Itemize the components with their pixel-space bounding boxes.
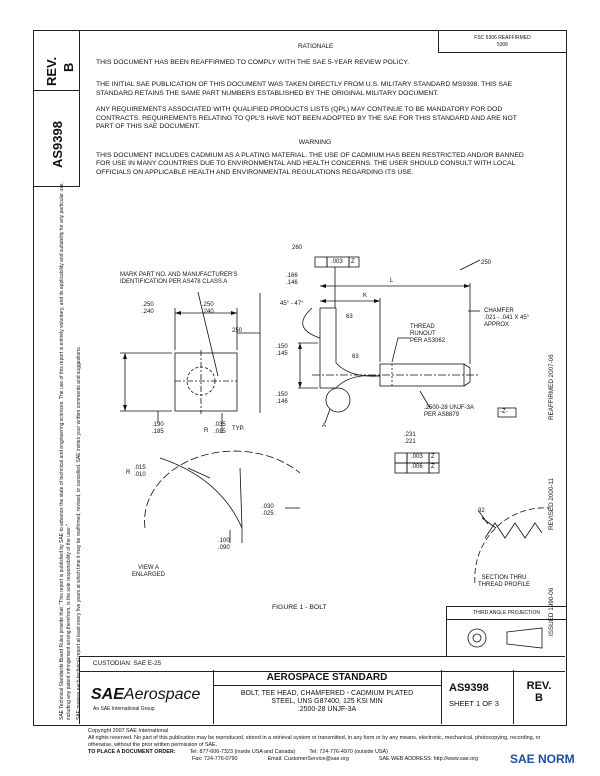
reaffirm-notice: THIS DOCUMENT HAS BEEN REAFFIRMED TO COM… xyxy=(96,59,409,66)
rev-label-vertical: REV. xyxy=(44,56,59,86)
title-block: SAEAerospace An SAE International Group … xyxy=(79,670,565,724)
order-label: TO PLACE A DOCUMENT ORDER: xyxy=(88,749,176,755)
copyright: Copyright 2007 SAE International xyxy=(88,728,169,734)
docnum-cell: AS9398 SHEET 1 OF 3 xyxy=(441,670,514,724)
projection-symbol xyxy=(467,627,543,648)
rev-title-value: B xyxy=(535,692,543,704)
brand-sub: An SAE International Group xyxy=(93,706,155,712)
rev-cell: REV. B xyxy=(513,670,565,724)
sae-logo: SAEAerospace xyxy=(91,686,201,703)
fcf-lower-006: .006 xyxy=(411,464,423,470)
dim-r-015: R xyxy=(126,470,131,476)
datum-z-box: -Z- xyxy=(500,409,508,415)
footer: Copyright 2007 SAE International All rig… xyxy=(88,728,558,763)
doc-number-vertical: AS9398 xyxy=(50,121,65,168)
thread-profile xyxy=(484,522,543,539)
dim-231-221: .231.221 xyxy=(404,432,416,445)
dim-63-b: 63 xyxy=(352,354,359,360)
chamfer-note: CHAMFER.021 - .041 X 45°APPROX xyxy=(484,308,530,328)
fcf-003: .003 xyxy=(331,259,343,265)
paragraph-qpl: ANY REQUIREMENTS ASSOCIATED WITH QUALIFI… xyxy=(96,106,517,131)
dim-250-240-a: .250.240 xyxy=(142,302,154,315)
fsc-line-1: FSC 5306 REAFFIRMED xyxy=(474,35,531,41)
custodian-text: CUSTODIAN: SAE E-25 xyxy=(93,660,162,667)
third-angle-label: THIRD ANGLE PROJECTION xyxy=(447,610,566,620)
margin-text-1: SAE Technical Standards Board Rules prov… xyxy=(59,182,72,720)
label-k: K xyxy=(363,293,368,299)
left-header-gap xyxy=(33,656,80,724)
dim-030-025: .030.025 xyxy=(262,504,274,517)
view-a-arc xyxy=(159,457,243,529)
dim-260: 260 xyxy=(292,245,303,251)
figure-caption: FIGURE 1 - BOLT xyxy=(272,604,327,611)
fcf-lower-z1: Z xyxy=(431,454,435,460)
dim-150-146: .150.146 xyxy=(276,392,288,405)
dim-150-145: .150.145 xyxy=(276,344,288,357)
bolt-drawing xyxy=(120,256,550,584)
dim-r-035: R xyxy=(204,428,209,434)
third-angle-box: THIRD ANGLE PROJECTION xyxy=(446,606,566,657)
tel-usa: Tel: 877-606-7323 (inside USA and Canada… xyxy=(189,749,296,755)
dim-250-c: 250 xyxy=(232,328,243,334)
desc-line-3: .2500-28 UNJF-3A xyxy=(297,706,357,713)
dim-63-a: 63 xyxy=(346,314,353,320)
docnum-title: AS9398 xyxy=(449,682,489,694)
desc-line-1: BOLT, TEE HEAD, CHAMFERED - CADMIUM PLAT… xyxy=(240,690,414,697)
email[interactable]: Email: CustomerService@sae.org xyxy=(267,756,349,762)
label-l: L xyxy=(390,278,394,284)
fcf-lower-z2: Z xyxy=(431,464,435,470)
rev-title: REV. xyxy=(526,680,552,692)
dim-166-146: .166.146 xyxy=(286,273,298,286)
tee-head-end-view xyxy=(174,352,238,412)
rationale-title: RATIONALE xyxy=(298,43,334,50)
dim-250-d: 250 xyxy=(481,260,492,266)
fcf-z: Z xyxy=(351,259,355,265)
dim-015-010: .015.010 xyxy=(134,465,146,478)
paragraph-initial: THE INITIAL SAE PUBLICATION OF THIS DOCU… xyxy=(96,81,513,97)
rights-notice: All rights reserved. No part of this pub… xyxy=(88,735,541,748)
description-cell: AEROSPACE STANDARD BOLT, TEE HEAD, CHAMF… xyxy=(213,670,442,724)
dim-035-015: .035.015 xyxy=(214,422,226,435)
label-a: A xyxy=(322,423,327,429)
dim-angle: 45° - 47° xyxy=(280,301,304,307)
fsc-line-2: 5306 xyxy=(496,41,509,48)
text-body: THIS DOCUMENT HAS BEEN REAFFIRMED TO COM… xyxy=(96,59,534,185)
custodian-row: CUSTODIAN: SAE E-25 xyxy=(79,656,565,672)
sheet-text: SHEET 1 OF 3 xyxy=(449,699,499,708)
fsc-box: FSC 5306 REAFFIRMED 5306 xyxy=(438,30,566,53)
sae-norm-watermark: SAE NORM xyxy=(510,752,575,766)
page-frame xyxy=(33,30,567,726)
desc-line-2: STEEL, UNS G87400, 125 KSI MIN xyxy=(271,698,383,705)
standard-title: AEROSPACE STANDARD xyxy=(213,670,441,686)
dim-typ: TYP. xyxy=(232,426,245,432)
dim-250-240-b: .250.240 xyxy=(202,302,214,315)
dim-190-185: .190.185 xyxy=(152,422,164,435)
dim-100-090: .100.090 xyxy=(218,538,230,551)
brand-cell: SAEAerospace An SAE International Group xyxy=(79,670,214,724)
rev-value-vertical: B xyxy=(61,62,76,72)
docnum-column xyxy=(33,90,80,187)
dim-32: 32 xyxy=(478,508,485,514)
rev-column xyxy=(33,30,80,91)
tel-outside: Tel: 724-776-4970 (outside USA) xyxy=(309,749,388,755)
warning-text: THIS DOCUMENT INCLUDES CADMIUM AS A PLAT… xyxy=(96,151,524,176)
warning-title: WARNING xyxy=(298,139,332,147)
web-address[interactable]: SAE WEB ADDRESS: http://www.sae.org xyxy=(378,756,479,762)
fcf-lower-003: .003 xyxy=(411,454,423,460)
fax: Fax: 724-776-0790 xyxy=(192,756,238,762)
